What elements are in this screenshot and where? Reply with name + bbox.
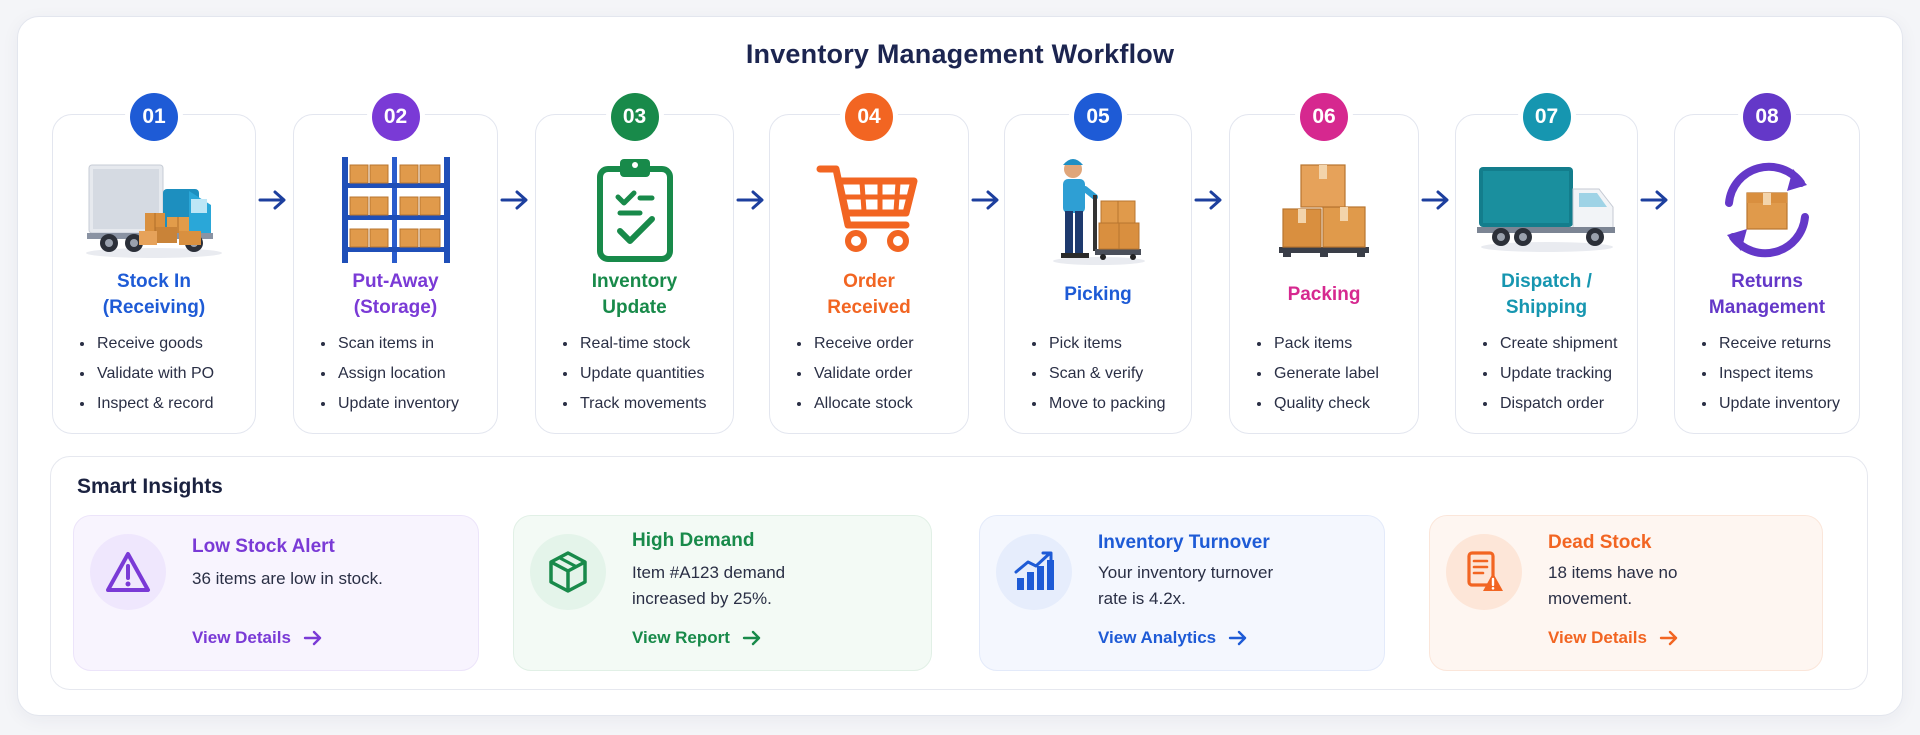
- arrow-right-icon: [736, 190, 764, 210]
- view-details-link[interactable]: View Details: [192, 628, 323, 648]
- step-number-badge: 06: [1300, 93, 1348, 141]
- warning-triangle-icon: [90, 534, 166, 610]
- worker-pallet-icon: [1005, 155, 1191, 270]
- step-number-badge: 07: [1522, 93, 1571, 141]
- smart-insights-panel: Smart Insights Low Stock Alert 36 items …: [50, 456, 1868, 690]
- returns-cycle-icon: [1675, 155, 1859, 270]
- list-item: Assign location: [320, 359, 487, 389]
- arrow-right-icon: [1228, 630, 1247, 646]
- view-details-link[interactable]: View Details: [1548, 628, 1679, 648]
- insight-title: Dead Stock: [1548, 532, 1652, 553]
- insight-title: High Demand: [632, 530, 755, 551]
- step-card-dispatch[interactable]: 07 Dispatch /Shipping Create shipment Up…: [1455, 93, 1638, 434]
- stacked-boxes-icon: [1230, 155, 1418, 270]
- view-report-link[interactable]: View Report: [632, 628, 762, 648]
- arrow-right-icon: [1640, 190, 1668, 210]
- step-card-put-away[interactable]: 02 Put-Away(Storage) Scan items in Assig…: [293, 93, 498, 434]
- list-item: Update tracking: [1482, 359, 1627, 389]
- insight-title: Low Stock Alert: [192, 536, 335, 557]
- step-card-stock-in[interactable]: 01 Stock In(Receiving) Receive goods Val…: [52, 93, 256, 434]
- shopping-cart-icon: [770, 155, 968, 270]
- step-bullets: Pack items Generate label Quality check: [1256, 329, 1408, 419]
- step-title: Packing: [1287, 284, 1361, 305]
- list-item: Move to packing: [1031, 389, 1181, 419]
- arrow-right-icon: [1421, 190, 1449, 210]
- list-item: Receive order: [796, 329, 958, 359]
- list-item: Inspect & record: [79, 389, 245, 419]
- list-item: Allocate stock: [796, 389, 958, 419]
- package-box-icon: [530, 534, 606, 610]
- page-title: Inventory Management Workflow: [745, 39, 1175, 69]
- arrow-right-icon: [1659, 630, 1678, 646]
- shipping-truck-icon: [1456, 155, 1637, 270]
- insight-card-low-stock: Low Stock Alert 36 items are low in stoc…: [73, 515, 479, 671]
- insight-title: Inventory Turnover: [1098, 532, 1270, 553]
- list-item: Quality check: [1256, 389, 1408, 419]
- list-item: Real-time stock: [562, 329, 723, 359]
- step-title: Put-Away(Storage): [352, 271, 439, 318]
- step-title: Dispatch /Shipping: [1501, 271, 1592, 318]
- step-bullets: Scan items in Assign location Update inv…: [320, 329, 487, 419]
- arrow-right-icon: [971, 190, 999, 210]
- arrow-right-icon: [258, 190, 286, 210]
- list-item: Generate label: [1256, 359, 1408, 389]
- step-bullets: Receive order Validate order Allocate st…: [796, 329, 958, 419]
- step-bullets: Receive goods Validate with PO Inspect &…: [79, 329, 245, 419]
- step-card-picking[interactable]: 05 Picking Pick items Scan & verify Move…: [1004, 93, 1192, 434]
- list-item: Create shipment: [1482, 329, 1627, 359]
- document-alert-icon: [1446, 534, 1522, 610]
- view-analytics-link[interactable]: View Analytics: [1098, 628, 1248, 648]
- list-item: Receive returns: [1701, 329, 1849, 359]
- list-item: Receive goods: [79, 329, 245, 359]
- list-item: Inspect items: [1701, 359, 1849, 389]
- arrow-right-icon: [742, 630, 761, 646]
- insight-card-inventory-turnover: Inventory Turnover Your inventory turnov…: [979, 515, 1385, 671]
- step-number-badge: 04: [845, 93, 893, 141]
- list-item: Validate order: [796, 359, 958, 389]
- arrow-right-icon: [1194, 190, 1222, 210]
- list-item: Scan items in: [320, 329, 487, 359]
- step-number-badge: 05: [1074, 93, 1122, 141]
- step-number-badge: 08: [1743, 93, 1791, 141]
- step-title: Stock In(Receiving): [102, 271, 206, 318]
- list-item: Validate with PO: [79, 359, 245, 389]
- insights-title: Smart Insights: [77, 475, 223, 498]
- delivery-truck-icon: [53, 155, 255, 270]
- list-item: Dispatch order: [1482, 389, 1627, 419]
- list-item: Scan & verify: [1031, 359, 1181, 389]
- step-title: Picking: [1064, 284, 1132, 305]
- arrow-right-icon: [500, 190, 528, 210]
- step-number-badge: 01: [130, 93, 178, 141]
- step-bullets: Real-time stock Update quantities Track …: [562, 329, 723, 419]
- step-bullets: Create shipment Update tracking Dispatch…: [1482, 329, 1627, 419]
- list-item: Update inventory: [320, 389, 487, 419]
- list-item: Update quantities: [562, 359, 723, 389]
- step-bullets: Pick items Scan & verify Move to packing: [1031, 329, 1181, 419]
- step-number-badge: 02: [371, 93, 420, 141]
- bar-chart-icon: [996, 534, 1072, 610]
- step-number-badge: 03: [610, 93, 659, 141]
- list-item: Track movements: [562, 389, 723, 419]
- step-bullets: Receive returns Inspect items Update inv…: [1701, 329, 1849, 419]
- step-card-packing[interactable]: 06 Packing Pack items Generate label Qua…: [1229, 93, 1419, 434]
- insight-text: 36 items are low in stock.: [192, 569, 383, 588]
- list-item: Pack items: [1256, 329, 1408, 359]
- clipboard-check-icon: [536, 155, 733, 270]
- list-item: Pick items: [1031, 329, 1181, 359]
- arrow-right-icon: [303, 630, 322, 646]
- list-item: Update inventory: [1701, 389, 1849, 419]
- warehouse-shelf-icon: [294, 155, 497, 270]
